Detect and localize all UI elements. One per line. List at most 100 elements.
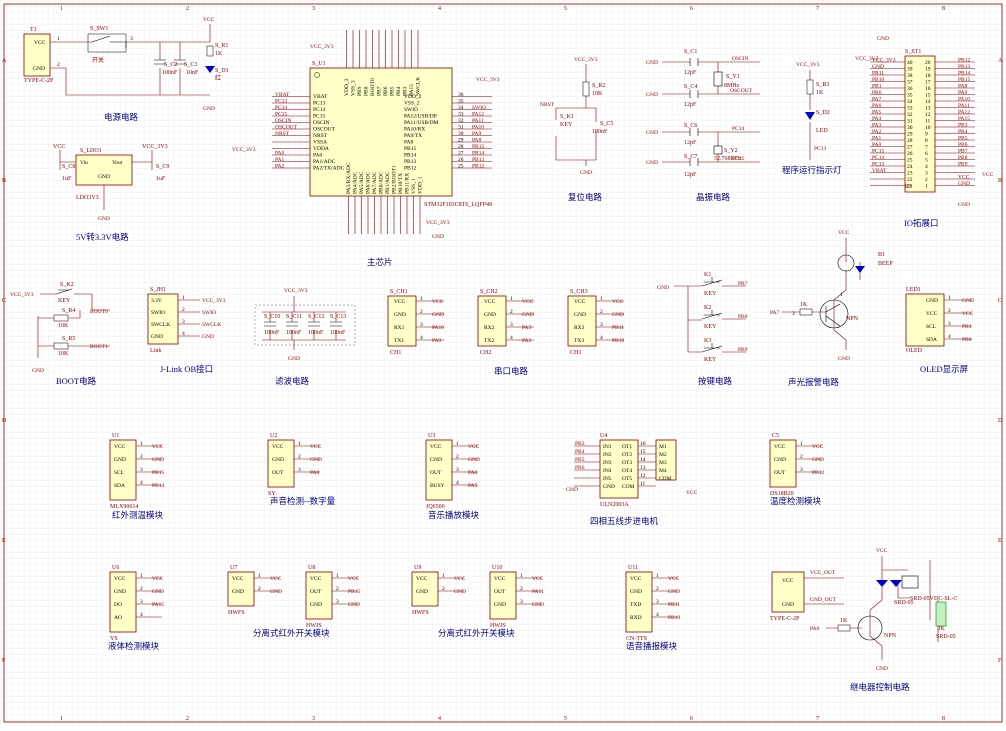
module-net-label: VCC	[270, 576, 282, 582]
buzzer-gnd: GND	[838, 356, 850, 362]
oled-net-label: PB0	[962, 337, 972, 343]
io-pin-number: 35	[907, 93, 913, 99]
io-net-label: PA15	[958, 116, 970, 122]
io-net-label: PA1	[872, 136, 882, 142]
uart-part: CH3	[570, 350, 581, 356]
uart-pin-number: 4	[420, 335, 423, 341]
k1-ref: S_K1	[560, 114, 574, 120]
y2-val: 32.768KHz	[714, 156, 742, 162]
uln-pin-number: 16	[640, 441, 646, 447]
io-net-label: PB0	[872, 90, 882, 96]
uart-pin-number: 4	[600, 335, 603, 341]
io-pin-number: 9	[925, 132, 928, 138]
io-net-label: VCC_3V3	[872, 58, 896, 64]
module-pin-number: 2	[298, 454, 301, 460]
module-net-label: VCC	[348, 576, 360, 582]
io-net-label: PB6	[958, 142, 968, 148]
module-body	[425, 439, 453, 501]
uln-net-label: PB5	[575, 457, 585, 463]
relay-jk: JK	[938, 626, 945, 632]
io-net-label: PB8	[958, 155, 968, 161]
filter-cap-ref: S_C10	[264, 314, 280, 320]
io-pin-number: 36	[907, 86, 913, 92]
io-pin-number: 31	[907, 119, 913, 125]
relay-k2: SRD-05VDC-SL-C	[910, 596, 957, 602]
filter-cap-val: 100nF	[264, 330, 280, 336]
uart-pin-label: TX2	[484, 338, 494, 344]
mcu-vcc33-left: VCC_3V3	[232, 147, 256, 153]
key-ref: K1	[704, 272, 711, 278]
io-part: IO	[905, 184, 912, 190]
frame-row-label: F	[2, 658, 6, 664]
boot-gnd: GND	[32, 368, 44, 374]
jlink-connector	[147, 293, 179, 345]
t1-type: TYPE-C-2P	[24, 78, 54, 84]
mcu-net-label: PC14	[275, 105, 287, 111]
mcu-pin-label: VDD_1	[418, 176, 424, 194]
section-voice: 语音播报模块	[626, 641, 678, 651]
uln-in-label: GND	[603, 484, 615, 490]
motor-pin-label: M3	[659, 460, 667, 466]
frame-col-label: 4	[438, 6, 441, 12]
module-net-label: GND	[668, 589, 680, 595]
io-pin-number: 18	[925, 73, 931, 79]
section-power: 电源电路	[104, 112, 139, 122]
io-pin-number: 13	[925, 106, 931, 112]
c5-ref: S_C5	[600, 121, 613, 127]
io-pin-number: 32	[907, 112, 913, 118]
filter-cap-ref: S_C11	[286, 314, 302, 320]
module-pin-label: GND	[272, 457, 284, 463]
module-net-label: GND	[812, 457, 824, 463]
uart-pin-number: 1	[420, 296, 423, 302]
mcu-pin-label: PB0/ADC	[379, 171, 385, 194]
jlink-net-label: SWIO	[202, 310, 216, 316]
io-net-label: GND	[958, 181, 970, 187]
oled-pin-number: 1	[948, 295, 951, 301]
frame-row-label: B	[2, 178, 6, 184]
io-net-label: PB7	[958, 149, 968, 155]
module-ref: U1	[112, 433, 119, 439]
relay-conn	[771, 571, 805, 613]
section-led: 程序运行指示灯	[782, 165, 842, 175]
section-liquid: 液体检测模块	[108, 641, 160, 651]
uln-in-label: IN3	[603, 460, 612, 466]
uart-pin-label: RX3	[574, 325, 585, 331]
io-pin-number: 24	[907, 164, 913, 170]
module-pin-label: SDA	[114, 483, 125, 489]
frame-row-label: E	[2, 538, 6, 544]
io-pin-number: 20	[925, 60, 931, 66]
module-pin-label: VCC	[272, 444, 284, 450]
module-ref: U10	[492, 565, 502, 571]
mcu-vcc33-top: VCC_3V3	[310, 44, 334, 50]
oled-connector	[905, 293, 945, 347]
c6-val: 12pF	[684, 140, 697, 146]
ldo-ref: S_LDO1	[80, 148, 102, 154]
r2-ref: S_R2	[592, 83, 605, 89]
relay-conn-vcc: VCC	[782, 578, 794, 584]
relay-circuit: VCC GND TYPE-C-2P VCC_OUT GND_OUT VCC 1K…	[770, 548, 957, 692]
mcu-pin-label: PC15	[313, 114, 325, 120]
module-net-label: PB12	[812, 470, 824, 476]
jlink-pin-number: 4	[182, 331, 185, 337]
io-pin-number: 40	[907, 60, 913, 66]
ldo-gnd-net: GND	[98, 216, 110, 222]
mcu-pin-label: SWCLK	[416, 77, 422, 96]
frame-col-label: 1	[60, 716, 63, 722]
module-net-label: VCC	[812, 444, 824, 450]
mcu-pin-label: PA9/TX	[404, 133, 422, 139]
oled-pin-label: SCL	[926, 324, 937, 330]
module-pin-number: 4	[140, 612, 143, 618]
mcu-pin-label: VDD_3	[344, 78, 350, 96]
uart-net-label: PA9	[432, 338, 442, 344]
module-pin-number: 1	[800, 441, 803, 447]
mcu-net-label: PB15	[472, 144, 484, 150]
section-music: 音乐播放模块	[428, 510, 480, 520]
uart-net-label: GND	[432, 312, 444, 318]
